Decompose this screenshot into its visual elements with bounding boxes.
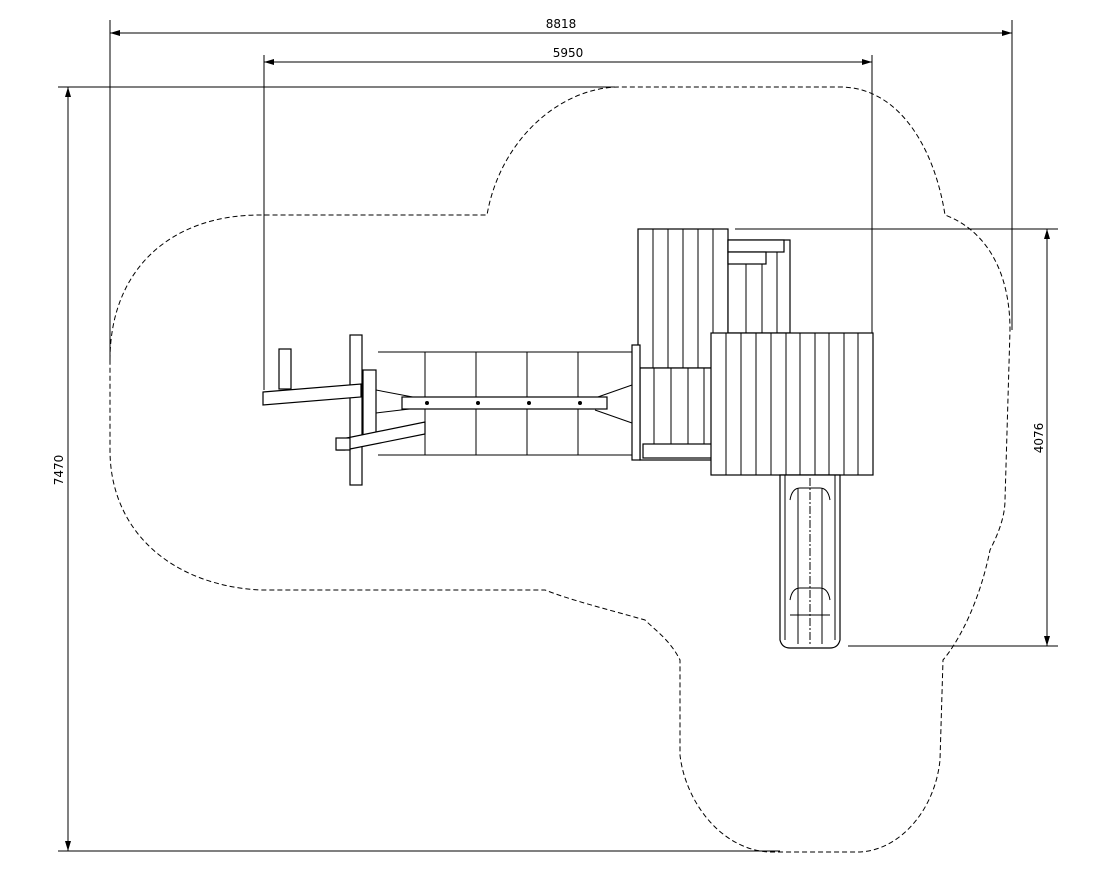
bridge-end-post <box>262 334 426 486</box>
slide <box>779 474 841 649</box>
dimension-label-8818: 8818 <box>546 17 577 31</box>
rope-bridge <box>375 344 641 461</box>
tower-side-panel <box>727 239 791 334</box>
dimension-structure-height: 4076 <box>735 228 1058 647</box>
main-platform <box>710 332 874 476</box>
dimension-label-5950: 5950 <box>553 46 584 60</box>
dimension-overall-width: 8818 <box>109 17 1013 360</box>
safety-zone-outline <box>109 86 1011 853</box>
dimension-overall-height: 7470 <box>52 86 780 852</box>
dimension-inner-width: 5950 <box>263 46 873 390</box>
dimension-label-7470: 7470 <box>52 455 66 486</box>
tower-lower-deck <box>639 367 713 461</box>
dimension-label-4076: 4076 <box>1032 423 1046 454</box>
